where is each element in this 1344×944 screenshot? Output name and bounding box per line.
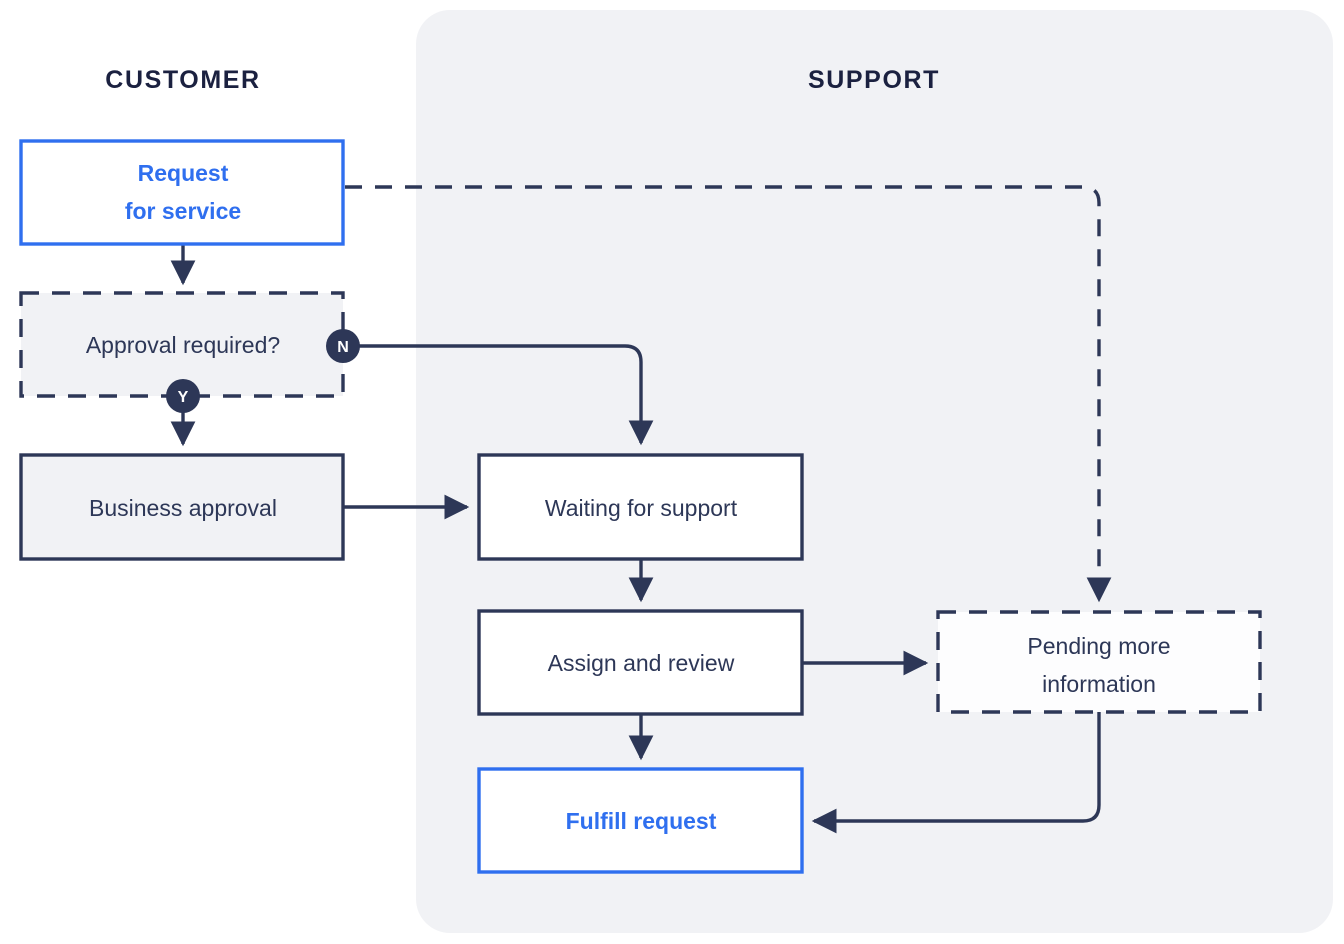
node-approval-required-label: Approval required? bbox=[86, 332, 280, 358]
node-fulfill-request-label: Fulfill request bbox=[566, 808, 717, 834]
node-request-for-service-line1: Request bbox=[138, 160, 229, 186]
badge-decision-yes-label: Y bbox=[178, 389, 189, 406]
lane-title-support: SUPPORT bbox=[808, 66, 940, 94]
node-assign-and-review-box bbox=[477, 609, 804, 716]
node-request-for-service-box bbox=[19, 139, 345, 246]
node-waiting-for-support-label: Waiting for support bbox=[545, 495, 738, 521]
node-pending-more-information-line1: Pending more bbox=[1027, 633, 1170, 659]
node-business-approval-label: Business approval bbox=[89, 495, 277, 521]
node-fulfill-request[interactable]: Fulfill request bbox=[477, 767, 804, 874]
node-fulfill-request-box bbox=[477, 767, 804, 874]
node-waiting-for-support[interactable]: Waiting for support bbox=[477, 453, 804, 561]
node-business-approval[interactable]: Business approval bbox=[19, 453, 345, 561]
node-waiting-for-support-box bbox=[477, 453, 804, 561]
node-pending-more-information-line2: information bbox=[1042, 671, 1156, 697]
lane-title-customer: CUSTOMER bbox=[105, 66, 260, 94]
badge-decision-no-label: N bbox=[337, 339, 349, 356]
badge-decision-yes[interactable]: Y bbox=[166, 379, 200, 413]
edge-pending-to-fulfill bbox=[811, 712, 1101, 834]
edge-request-to-pending bbox=[345, 185, 1112, 603]
node-assign-and-review-label: Assign and review bbox=[548, 650, 735, 676]
node-assign-and-review[interactable]: Assign and review bbox=[477, 609, 804, 716]
edge-approval-no-to-waiting bbox=[357, 344, 654, 446]
badge-decision-yes-circle bbox=[166, 379, 200, 413]
badge-decision-no[interactable]: N bbox=[326, 329, 360, 363]
node-pending-more-information-box bbox=[936, 610, 1262, 714]
node-request-for-service-line2: for service bbox=[125, 198, 241, 224]
node-business-approval-box bbox=[19, 453, 345, 561]
node-request-for-service[interactable]: Request for service bbox=[19, 139, 345, 246]
badge-decision-no-circle bbox=[326, 329, 360, 363]
node-pending-more-information[interactable]: Pending more information bbox=[936, 610, 1262, 714]
